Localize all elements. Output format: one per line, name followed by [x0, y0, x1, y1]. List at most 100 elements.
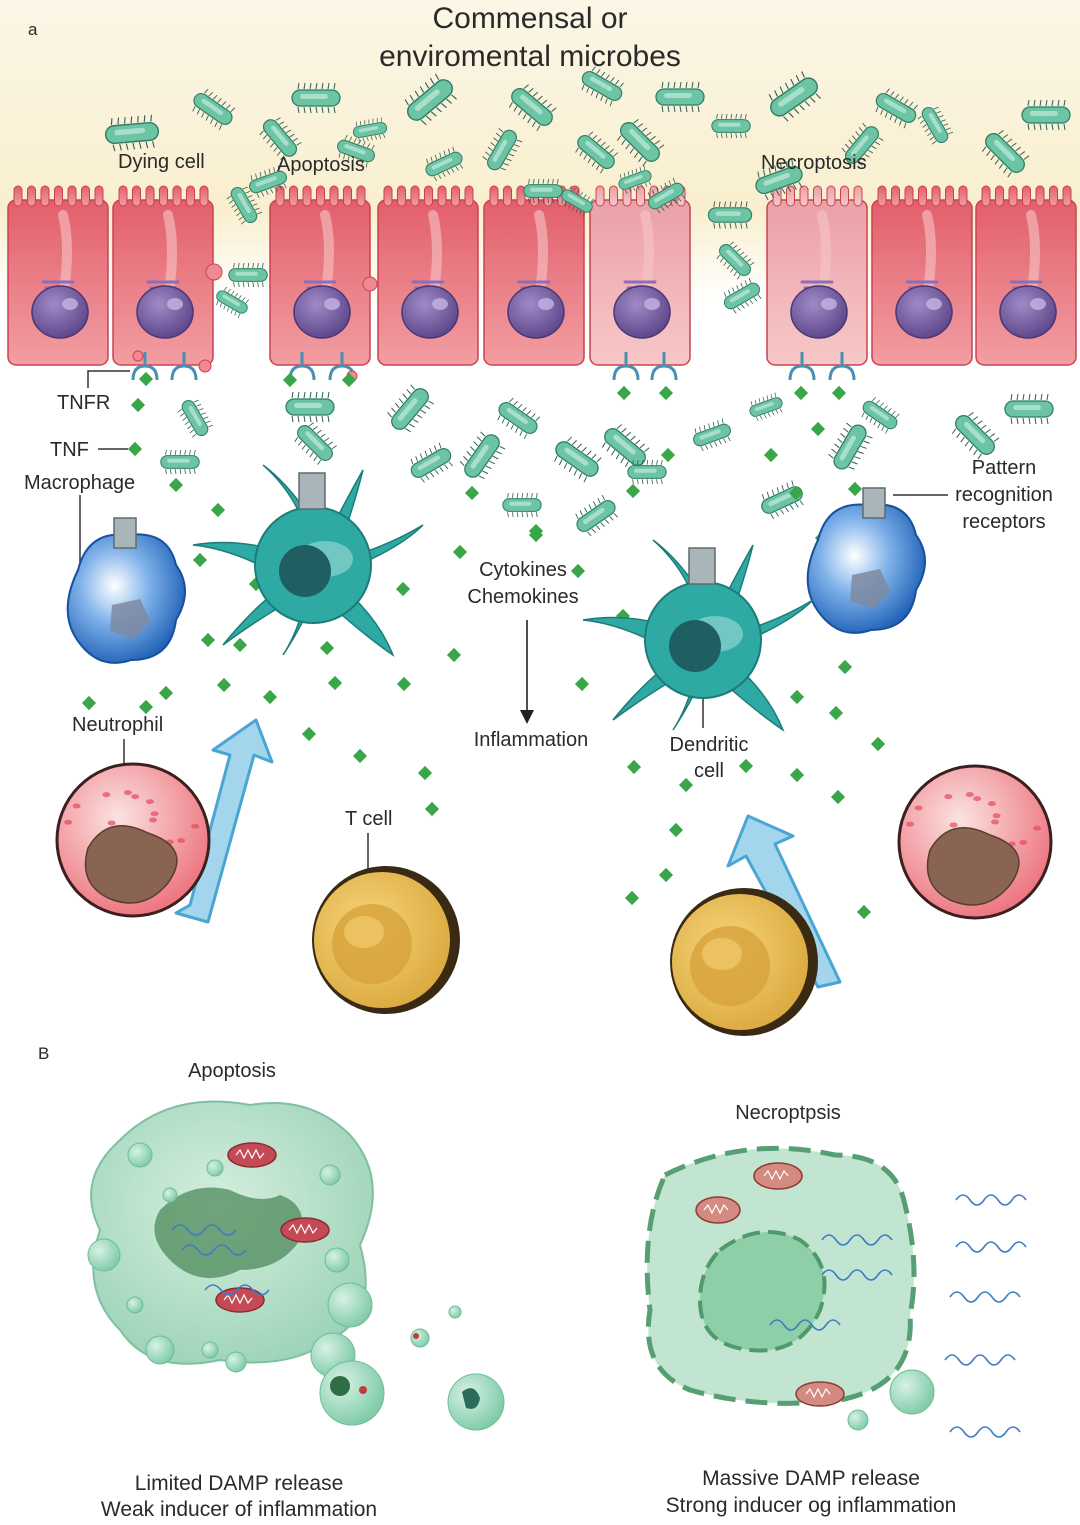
- pilus: [691, 81, 694, 89]
- cytokine-dot: [417, 765, 433, 781]
- pilus: [1019, 151, 1026, 156]
- pilus: [660, 206, 665, 212]
- pilus: [212, 95, 218, 100]
- pilus: [661, 81, 664, 89]
- pilus: [656, 459, 658, 465]
- microvillus: [877, 185, 887, 207]
- bacterium: [768, 71, 821, 122]
- mito-cristae: [703, 1203, 729, 1215]
- pilus: [745, 223, 748, 229]
- pilus: [673, 105, 676, 113]
- pilus: [459, 164, 464, 169]
- cytokines-label: Cytokines: [479, 559, 567, 581]
- bacterium-highlight: [763, 172, 790, 186]
- pilus: [700, 446, 704, 452]
- pilus: [749, 299, 754, 304]
- apoptotic-body: [410, 1328, 430, 1348]
- pilus: [871, 145, 877, 150]
- pilus: [201, 412, 206, 415]
- pilus: [112, 144, 116, 152]
- pilus: [573, 469, 578, 476]
- neutrophil-nucleus: [926, 827, 1020, 906]
- pilus: [637, 123, 644, 128]
- bacterium-highlight: [624, 174, 643, 184]
- pilus: [745, 201, 748, 207]
- bacterium-highlight: [114, 127, 146, 136]
- bacterium: [716, 241, 755, 280]
- pilus: [785, 507, 789, 513]
- cytokine-dot: [789, 767, 805, 783]
- pilus: [691, 105, 694, 113]
- microvillus: [410, 185, 420, 207]
- pilus: [591, 453, 597, 459]
- nucleus: [895, 285, 953, 339]
- pilus: [1045, 123, 1048, 131]
- pilus: [922, 124, 927, 128]
- bacterium-highlight: [634, 468, 657, 473]
- pilus: [117, 117, 120, 125]
- bacterium: [1021, 99, 1071, 131]
- pilus: [297, 82, 300, 90]
- bacterium: [228, 262, 268, 288]
- prr-receptor: [113, 517, 137, 549]
- bacterium: [861, 397, 900, 434]
- pilus: [753, 297, 758, 302]
- pilus: [781, 188, 786, 194]
- pilus: [775, 511, 780, 517]
- bacterium: [828, 422, 873, 470]
- pilus: [604, 519, 610, 524]
- pilus: [321, 106, 324, 114]
- pilus: [205, 115, 209, 121]
- bacterium-highlight: [730, 289, 750, 303]
- pilus: [196, 109, 200, 115]
- bacterium-highlight: [520, 94, 543, 115]
- pilus: [291, 415, 294, 423]
- pilus: [590, 90, 594, 96]
- pilus: [718, 439, 722, 445]
- bacterium-highlight: [431, 157, 453, 170]
- pilus: [228, 199, 234, 204]
- pilus: [774, 392, 777, 397]
- pilus: [528, 178, 530, 184]
- bacterium: [749, 392, 783, 422]
- pilus: [895, 93, 900, 99]
- nucleus: [613, 285, 671, 339]
- macrophage-nucleus: [110, 599, 150, 639]
- pilus: [895, 413, 900, 418]
- pilus: [405, 428, 411, 433]
- pilus: [489, 460, 496, 465]
- pilus: [714, 441, 718, 447]
- pilus: [664, 182, 667, 188]
- pilus: [536, 125, 541, 131]
- pilus: [506, 421, 510, 427]
- epithelial-layer: [7, 185, 1077, 382]
- pilus: [792, 184, 797, 190]
- pilus: [656, 479, 658, 485]
- pilus: [366, 136, 369, 142]
- granule: [1019, 839, 1028, 845]
- pilus: [571, 440, 577, 446]
- pilus: [875, 399, 880, 404]
- pilus: [495, 132, 501, 137]
- pilus: [531, 492, 533, 498]
- pilus: [441, 102, 447, 109]
- pilus: [929, 136, 934, 141]
- pilus: [275, 117, 281, 121]
- pilus: [768, 167, 771, 174]
- pilus: [638, 156, 643, 163]
- panel-b-necroptosis-title: Necroptpsis: [735, 1102, 841, 1124]
- pilus: [379, 134, 382, 139]
- granule: [965, 792, 974, 798]
- pilus: [344, 134, 348, 140]
- macrophage-right: [806, 487, 926, 634]
- pilus: [347, 156, 350, 161]
- tnfr-receptor: [131, 352, 159, 381]
- pilus: [279, 121, 285, 125]
- pilus: [880, 109, 884, 115]
- pilus: [189, 429, 194, 434]
- pilus: [1063, 123, 1066, 131]
- pilus: [745, 133, 747, 139]
- bacterium-highlight: [839, 435, 856, 461]
- pilus: [259, 130, 264, 136]
- pilus: [356, 121, 357, 126]
